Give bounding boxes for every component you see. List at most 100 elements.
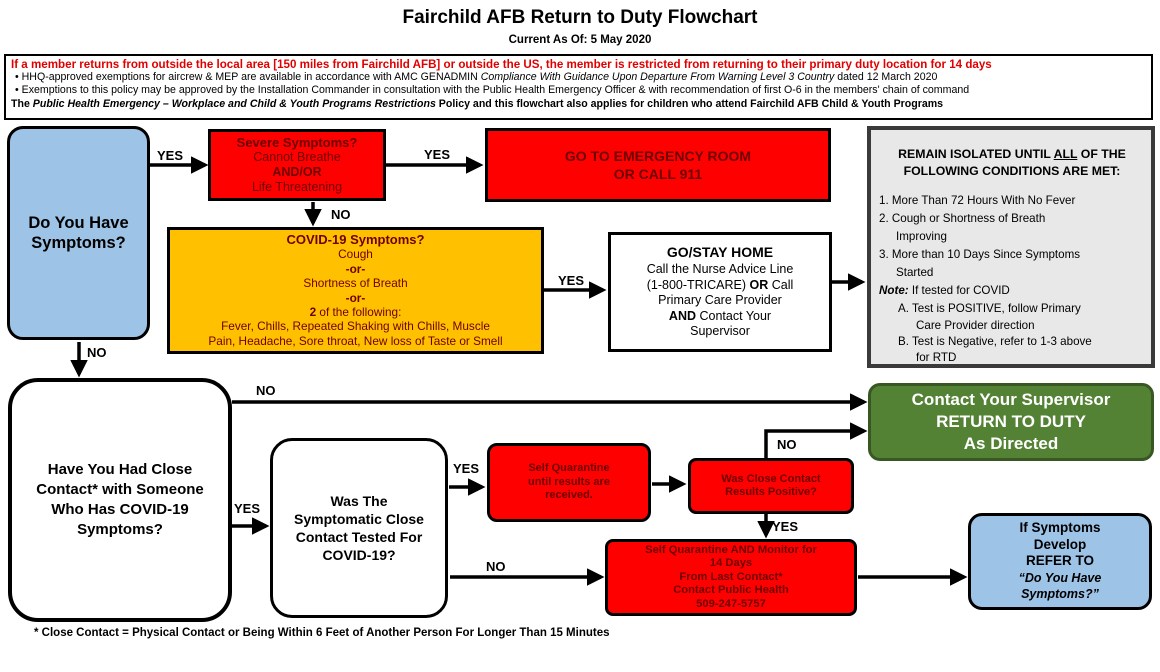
label-yes-severe: YES xyxy=(157,148,184,163)
results-positive-node: Was Close Contact Results Positive? xyxy=(688,458,854,514)
results-line-2: Results Positive? xyxy=(725,486,817,498)
self-q-line-2: until results are xyxy=(528,475,610,488)
restriction-text: If a member returns from outside the loc… xyxy=(11,58,992,71)
policy-suffix: Policy and this flowchart also applies f… xyxy=(435,97,944,110)
close-contact-footnote: * Close Contact = Physical Contact or Be… xyxy=(34,627,610,639)
refer-line-4: “Do You Have xyxy=(1018,570,1102,585)
bullet-1-italic: Compliance With Guidance Upon Departure … xyxy=(480,71,835,84)
covid-line-3: Fever, Chills, Repeated Shaking with Chi… xyxy=(221,319,490,334)
covid-symptoms-node: COVID-19 Symptoms? Cough -or- Shortness … xyxy=(167,227,544,354)
tested-question-node: Was The Symptomatic Close Contact Tested… xyxy=(270,438,448,618)
bullet-2-text: Exemptions to this policy may be approve… xyxy=(21,84,970,97)
covid-or-1: -or- xyxy=(345,261,366,276)
notice-bullet-2: • Exemptions to this policy may be appro… xyxy=(15,84,970,97)
return-line-1: Contact Your Supervisor xyxy=(911,390,1111,409)
notice-bullet-1: • HHQ-approved exemptions for aircrew & … xyxy=(15,71,938,84)
restriction-notice: If a member returns from outside the loc… xyxy=(4,54,1153,120)
isolation-conditions-node: REMAIN ISOLATED UNTIL ALL OF THE FOLLOWI… xyxy=(867,126,1155,368)
refer-line-1: If Symptoms xyxy=(1019,520,1101,536)
refer-line-3: REFER TO xyxy=(1025,553,1094,569)
covid-line-cough: Cough xyxy=(338,247,373,262)
return-to-duty-node: Contact Your Supervisor RETURN TO DUTY A… xyxy=(868,383,1154,461)
monitor-line-5: 509-247-5757 xyxy=(696,597,766,610)
monitor-line-2: 14 Days xyxy=(709,557,753,570)
symptoms-question-node: Do You Have Symptoms? xyxy=(7,126,150,340)
tested-question-text: Was The Symptomatic Close Contact Tested… xyxy=(294,493,424,563)
label-no-results: NO xyxy=(777,437,797,452)
refer-line-5: Symptoms?” xyxy=(1021,587,1099,602)
monitor-line-3: From Last Contact* xyxy=(679,570,783,583)
isolation-heading: REMAIN ISOLATED UNTIL ALL OF THE FOLLOWI… xyxy=(879,146,1145,180)
close-contact-question-node: Have You Had Close Contact* with Someone… xyxy=(8,378,232,622)
note-b-cont: for RTD xyxy=(916,351,957,364)
condition-3-cont: Started xyxy=(896,266,934,279)
note-a: A. Test is POSITIVE, follow Primary xyxy=(898,302,1081,315)
home-line-4-b: Contact Your xyxy=(696,308,772,323)
condition-2-cont: Improving xyxy=(896,230,947,243)
self-quarantine-node: Self Quarantine until results are receiv… xyxy=(487,443,651,522)
home-line-3: Primary Care Provider xyxy=(658,293,782,307)
covid-title: COVID-19 Symptoms? xyxy=(286,231,425,247)
label-yes-monitor: YES xyxy=(772,519,799,534)
self-q-line-3: received. xyxy=(545,489,593,502)
home-line-1: Call the Nurse Advice Line xyxy=(646,262,794,276)
monitor-line-1: Self Quarantine AND Monitor for xyxy=(645,543,817,556)
isolation-heading-1c: OF THE xyxy=(1077,147,1126,161)
covid-line-4: Pain, Headache, Sore throat, New loss of… xyxy=(208,333,503,348)
monitor-node: Self Quarantine AND Monitor for 14 Days … xyxy=(605,539,857,616)
isolation-heading-1b: ALL xyxy=(1053,147,1078,161)
label-no-close-contact: NO xyxy=(87,345,107,360)
isolation-heading-1: REMAIN ISOLATED UNTIL ALL OF THE xyxy=(879,146,1145,163)
results-line-1: Was Close Contact xyxy=(721,472,821,485)
label-yes-tested: YES xyxy=(234,501,261,516)
label-no-covid: NO xyxy=(331,207,351,222)
covid-or-2: -or- xyxy=(345,290,366,305)
home-line-4-a: AND xyxy=(668,308,697,323)
close-contact-question-text: Have You Had Close Contact* with Someone… xyxy=(36,461,204,538)
covid-two-number: 2 xyxy=(309,304,317,319)
refer-line-2: Develop xyxy=(1033,536,1087,552)
note-text: If tested for COVID xyxy=(908,284,1010,297)
bullet-1-prefix: HHQ-approved exemptions for aircrew & ME… xyxy=(21,71,481,84)
refer-node: If Symptoms Develop REFER TO “Do You Hav… xyxy=(968,513,1152,610)
policy-prefix: The xyxy=(11,97,33,110)
policy-statement: The Public Health Emergency – Workplace … xyxy=(11,98,1146,111)
self-q-line-1: Self Quarantine xyxy=(528,462,610,475)
home-line-4: AND Contact Your xyxy=(669,309,771,325)
severe-line-1: Cannot Breathe xyxy=(253,150,341,164)
home-line-2-a: (1-800-TRICARE) xyxy=(646,277,750,292)
bullet-1-suffix: dated 12 March 2020 xyxy=(834,71,938,84)
return-line-2: RETURN TO DUTY xyxy=(936,412,1086,431)
er-line-1: GO TO EMERGENCY ROOM xyxy=(564,148,752,164)
covid-line-breath: Shortness of Breath xyxy=(303,276,408,291)
symptoms-question-text: Do You Have Symptoms? xyxy=(28,214,129,252)
page-title: Fairchild AFB Return to Duty Flowchart xyxy=(402,7,758,28)
emergency-room-node: GO TO EMERGENCY ROOM OR CALL 911 xyxy=(485,128,831,202)
severe-line-3: Life Threatening xyxy=(251,180,343,194)
condition-3: 3. More than 10 Days Since Symptoms xyxy=(879,248,1081,261)
severe-line-2: AND/OR xyxy=(272,165,322,179)
note-label: Note: xyxy=(879,284,909,297)
label-yes-self-q: YES xyxy=(453,461,480,476)
isolation-note: Note: If tested for COVID xyxy=(879,282,1145,300)
er-line-2: OR CALL 911 xyxy=(613,166,703,182)
isolation-heading-1a: REMAIN ISOLATED UNTIL xyxy=(898,147,1054,161)
home-line-2: (1-800-TRICARE) OR Call xyxy=(647,278,794,294)
arrow-results-no-to-return xyxy=(764,422,868,458)
policy-italic: Public Health Emergency – Workplace and … xyxy=(32,97,436,110)
note-b: B. Test is Negative, refer to 1-3 above xyxy=(898,335,1092,348)
home-line-5: Supervisor xyxy=(690,324,750,338)
page-subtitle: Current As Of: 5 May 2020 xyxy=(508,34,652,46)
note-a-cont: Care Provider direction xyxy=(916,319,1035,332)
stay-home-node: GO/STAY HOME Call the Nurse Advice Line … xyxy=(608,232,832,352)
home-line-2-b: OR xyxy=(749,277,769,292)
label-yes-er: YES xyxy=(424,147,451,162)
severe-title: Severe Symptoms? xyxy=(236,135,358,150)
label-yes-home: YES xyxy=(558,273,585,288)
covid-two-text: of the following: xyxy=(316,304,402,319)
severe-symptoms-node: Severe Symptoms? Cannot Breathe AND/OR L… xyxy=(208,129,386,201)
covid-two-of: 2 of the following: xyxy=(310,305,402,319)
label-no-return: NO xyxy=(256,383,276,398)
label-no-monitor: NO xyxy=(486,559,506,574)
return-line-3: As Directed xyxy=(963,434,1059,453)
